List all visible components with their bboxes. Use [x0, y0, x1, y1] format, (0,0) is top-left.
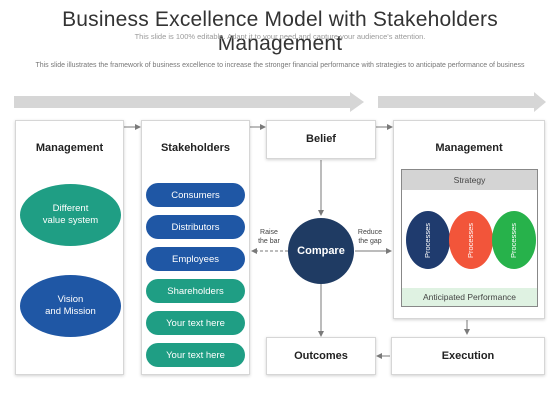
- process-label-3: Processes: [509, 222, 519, 258]
- management-left-panel: Management Different value system Vision…: [15, 120, 124, 375]
- process-oval-navy: Processes: [406, 211, 450, 269]
- stakeholder-pill-distributors: Distributors: [146, 215, 245, 239]
- different-value-system-oval: Different value system: [20, 184, 121, 246]
- stakeholder-pill-employees: Employees: [146, 247, 245, 271]
- process-oval-red: Processes: [449, 211, 493, 269]
- page-title: Business Excellence Model with Stakehold…: [62, 8, 498, 55]
- reduce-the-gap-note: Reduce the gap: [357, 229, 383, 245]
- management-left-title: Management: [35, 142, 104, 154]
- strategy-box: Strategy Processes Processes Processes A…: [401, 169, 538, 307]
- raise-the-bar-note: Raise the bar: [258, 229, 280, 245]
- outcomes-panel: Outcomes: [266, 337, 376, 375]
- management-right-panel: Management Strategy Processes Processes …: [393, 120, 545, 319]
- belief-title: Belief: [306, 133, 336, 145]
- stakeholder-pill-consumers: Consumers: [146, 183, 245, 207]
- stakeholders-panel: Stakeholders Consumers Distributors Empl…: [141, 120, 250, 375]
- page-subtitle: This slide is 100% editable. Adapt it to…: [134, 32, 426, 41]
- banner-arrow-right: [378, 92, 546, 112]
- management-right-title: Management: [435, 142, 503, 154]
- different-value-system-label: Different value system: [42, 203, 99, 226]
- stakeholder-pill-shareholders: Shareholders: [146, 279, 245, 303]
- outcomes-title: Outcomes: [294, 350, 348, 362]
- process-label-1: Processes: [423, 222, 433, 258]
- execution-title: Execution: [441, 350, 495, 362]
- banner-arrow-left: [14, 92, 364, 112]
- process-label-2: Processes: [466, 222, 476, 258]
- strategy-header: Strategy: [402, 170, 537, 190]
- stakeholder-pill-text-2: Your text here: [146, 343, 245, 367]
- vision-and-mission-label: Vision and Mission: [45, 294, 96, 317]
- belief-panel: Belief: [266, 120, 376, 159]
- vision-and-mission-oval: Vision and Mission: [20, 275, 121, 337]
- stakeholders-title: Stakeholders: [160, 142, 231, 154]
- compare-label: Compare: [297, 245, 345, 257]
- process-oval-green: Processes: [492, 211, 536, 269]
- stakeholder-pill-text-1: Your text here: [146, 311, 245, 335]
- execution-panel: Execution: [391, 337, 545, 375]
- anticipated-performance-bar: Anticipated Performance: [402, 288, 537, 306]
- compare-circle: Compare: [288, 218, 354, 284]
- page-description: This slide illustrates the framework of …: [35, 62, 525, 69]
